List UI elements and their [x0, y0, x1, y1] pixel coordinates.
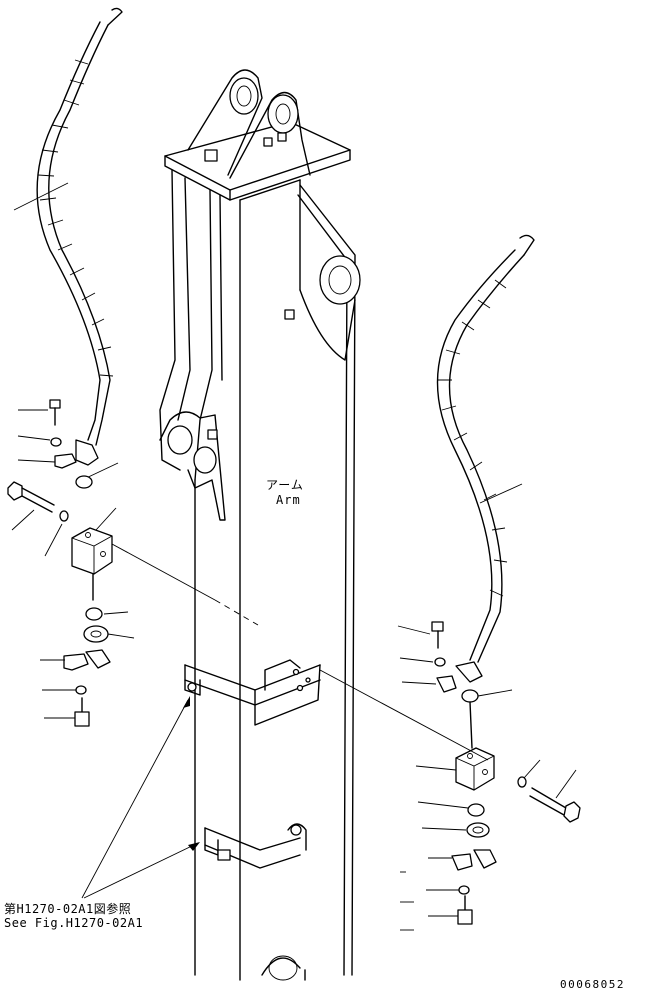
mid-pin-boss-left — [167, 425, 193, 455]
left-long-bolt — [7, 481, 69, 557]
top-pin-boss-left — [229, 77, 259, 115]
arm-label-english: Arm — [276, 493, 301, 507]
right-long-bolt — [517, 759, 581, 823]
left-block-leader — [111, 543, 216, 601]
arm-end-boss — [319, 255, 361, 305]
figure-reference-japanese: 第H1270-02A1図参照 — [4, 902, 132, 916]
arm-body — [159, 69, 361, 981]
right-lower-clamp-parts — [400, 801, 497, 931]
lower-hose-clamp-band — [204, 823, 307, 869]
upper-hose-clamp-band — [184, 659, 321, 726]
right-hose — [436, 234, 535, 663]
right-block-leader — [319, 669, 489, 761]
left-hose — [36, 7, 123, 446]
right-upper-clamp-parts — [397, 621, 483, 693]
leader-left-hose — [13, 182, 69, 211]
right-oring-upper — [461, 689, 479, 703]
drawing-number: 00068052 — [560, 978, 625, 991]
figure-reference-english: See Fig.H1270-02A1 — [4, 916, 144, 930]
arm-label-japanese: アーム — [266, 478, 304, 492]
left-lower-clamp-parts — [40, 607, 135, 727]
left-relay-block — [71, 462, 119, 601]
leader-right-hose — [479, 483, 523, 504]
right-relay-block — [415, 747, 495, 791]
left-upper-clamp-parts — [17, 399, 99, 469]
bracket-nut — [204, 149, 218, 162]
top-pin-boss-right — [267, 94, 299, 134]
reference-arrows — [81, 696, 200, 899]
